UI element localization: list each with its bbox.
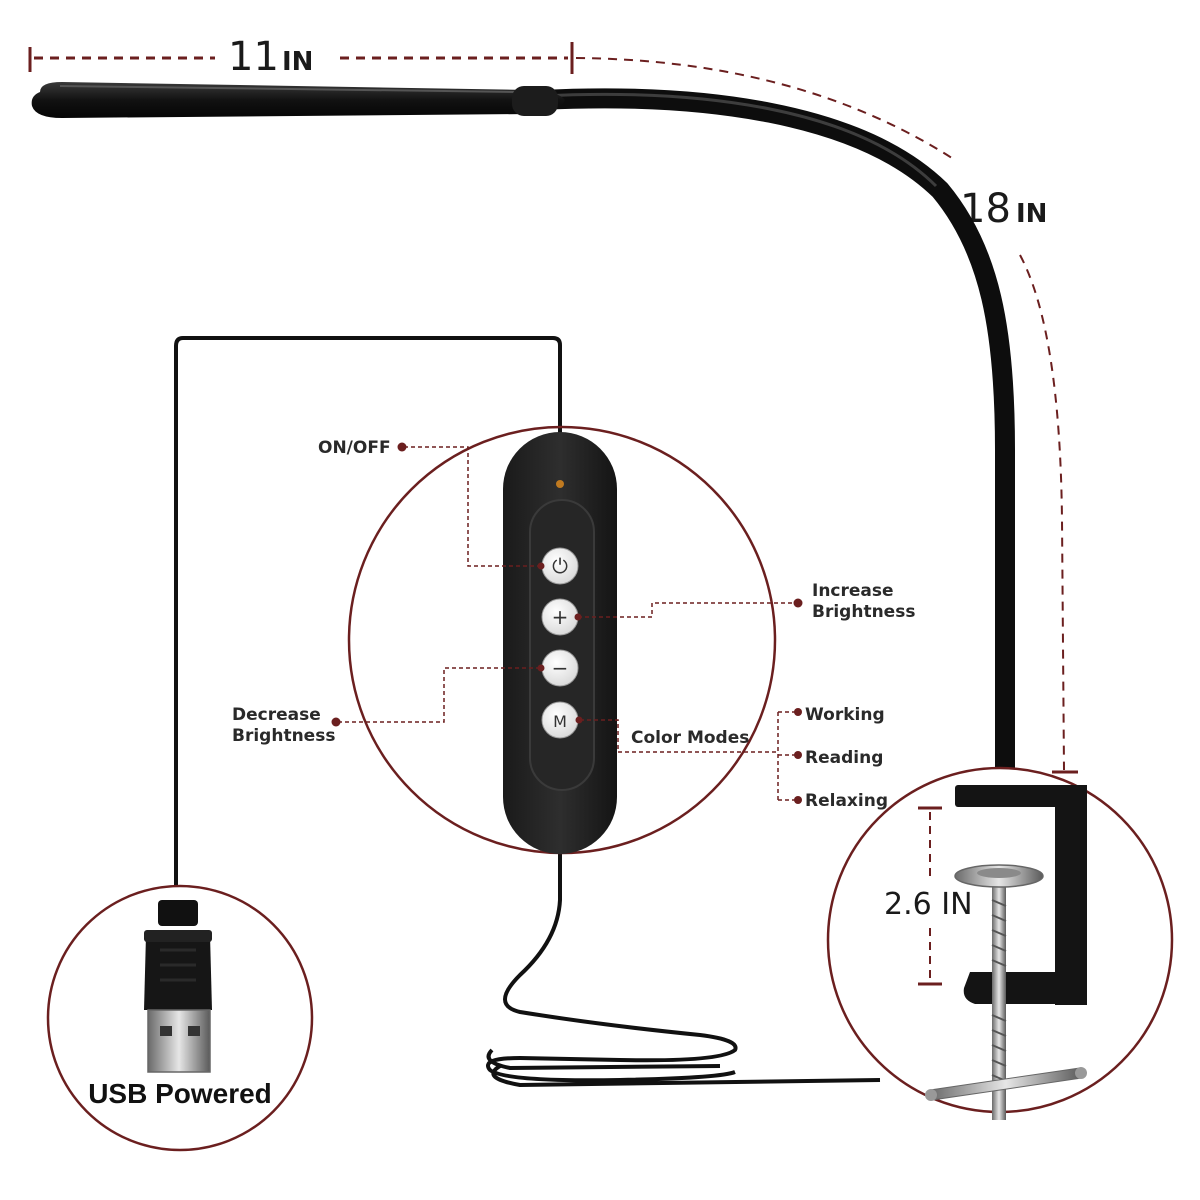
head-length-dimension: 11 IN (28, 34, 574, 80)
callout-lines (338, 446, 798, 801)
lamp-arm (530, 88, 1015, 790)
minus-icon: − (552, 656, 569, 680)
on-off-label: ON/OFF (318, 438, 391, 458)
mode-icon: M (553, 712, 567, 731)
increase-brightness-button[interactable]: + (541, 598, 579, 636)
power-icon: ⏻ (552, 554, 568, 578)
color-mode-button[interactable]: M (541, 701, 579, 739)
power-button[interactable]: ⏻ (541, 547, 579, 585)
head-length-value: 11 (228, 34, 279, 80)
plus-icon: + (552, 605, 569, 629)
inline-controller (503, 432, 617, 854)
clamp-opening-label: 2.6 IN (884, 887, 973, 922)
usb-powered-label: USB Powered (88, 1078, 272, 1109)
callout-dots (331, 442, 803, 804)
mode-reading-label: Reading (805, 748, 883, 768)
head-length-unit: IN (282, 47, 313, 77)
indicator-light (556, 480, 564, 488)
decrease-label-line2: Brightness (232, 726, 335, 746)
color-modes-label: Color Modes (631, 728, 749, 748)
neck-length-dimension: 18 IN (575, 57, 1078, 774)
increase-label-line2: Brightness (812, 602, 915, 622)
clamp-zoom: 2.6 IN (826, 766, 1174, 1120)
power-cable (174, 336, 881, 1088)
decrease-brightness-button[interactable]: − (541, 649, 579, 687)
mode-working-label: Working (805, 705, 885, 725)
lamp-head (31, 82, 565, 118)
mode-relaxing-label: Relaxing (805, 791, 888, 811)
usb-plug-zoom: USB Powered (46, 884, 314, 1152)
decrease-label-line1: Decrease (232, 705, 321, 725)
increase-label-line1: Increase (812, 581, 894, 601)
neck-length-unit: IN (1016, 199, 1047, 229)
